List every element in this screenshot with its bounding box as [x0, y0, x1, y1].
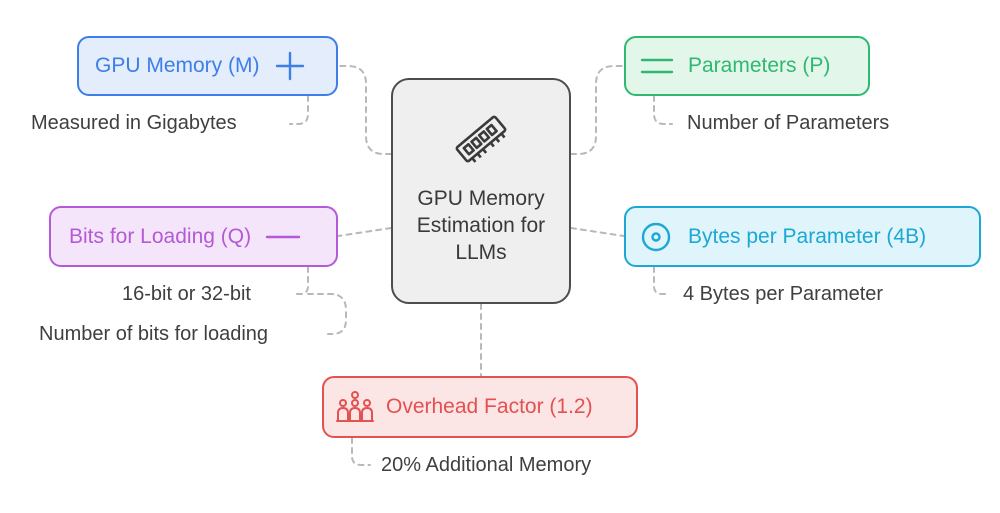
connector-center-bytes-param [570, 227, 625, 237]
memory-chip-icon [452, 110, 510, 173]
connector-bits-loading-caption-2 [307, 293, 347, 335]
bits-loading-label: Bits for Loading (Q) [69, 224, 252, 248]
equals-icon [640, 54, 674, 78]
plus-icon [274, 50, 306, 82]
overhead-caption: 20% Additional Memory [381, 454, 592, 476]
parameters-caption: Number of Parameters [687, 112, 890, 134]
bytes-param-node[interactable]: Bytes per Parameter (4B) [624, 206, 981, 267]
center-title: GPU Memory Estimation for LLMs [416, 187, 546, 264]
gpu-memory-label: GPU Memory (M) [95, 54, 260, 77]
connector-center-parameters [570, 65, 625, 155]
overhead-label: Overhead Factor (1.2) [386, 395, 593, 418]
parameters-node[interactable]: Parameters (P) [624, 36, 870, 96]
center-node[interactable]: GPU Memory Estimation for LLMs [391, 78, 571, 304]
minus-icon [265, 227, 301, 247]
connector-bytes-param-caption [653, 266, 669, 295]
connector-center-gpu-memory [337, 65, 392, 155]
bytes-param-label: Bytes per Parameter (4B) [688, 224, 927, 248]
bytes-param-caption: 4 Bytes per Parameter [683, 283, 884, 305]
overhead-node[interactable]: Overhead Factor (1.2) [322, 376, 638, 438]
bits-loading-node[interactable]: Bits for Loading (Q) [49, 206, 338, 267]
parameters-label: Parameters (P) [688, 54, 831, 77]
connector-gpu-memory-caption [289, 95, 309, 125]
connector-center-bits-loading [337, 227, 392, 237]
circle-dot-icon [640, 221, 672, 253]
bits-loading-caption-2: Number of bits for loading [39, 323, 269, 345]
gpu-memory-node[interactable]: GPU Memory (M) [77, 36, 338, 96]
bits-loading-caption-1: 16-bit or 32-bit [122, 283, 251, 305]
connector-parameters-caption [653, 95, 673, 125]
connector-overhead-caption [351, 437, 371, 466]
connector-bits-loading-caption-1 [295, 266, 309, 295]
gpu-memory-caption: Measured in Gigabytes [31, 112, 237, 134]
people-group-icon [336, 390, 374, 424]
